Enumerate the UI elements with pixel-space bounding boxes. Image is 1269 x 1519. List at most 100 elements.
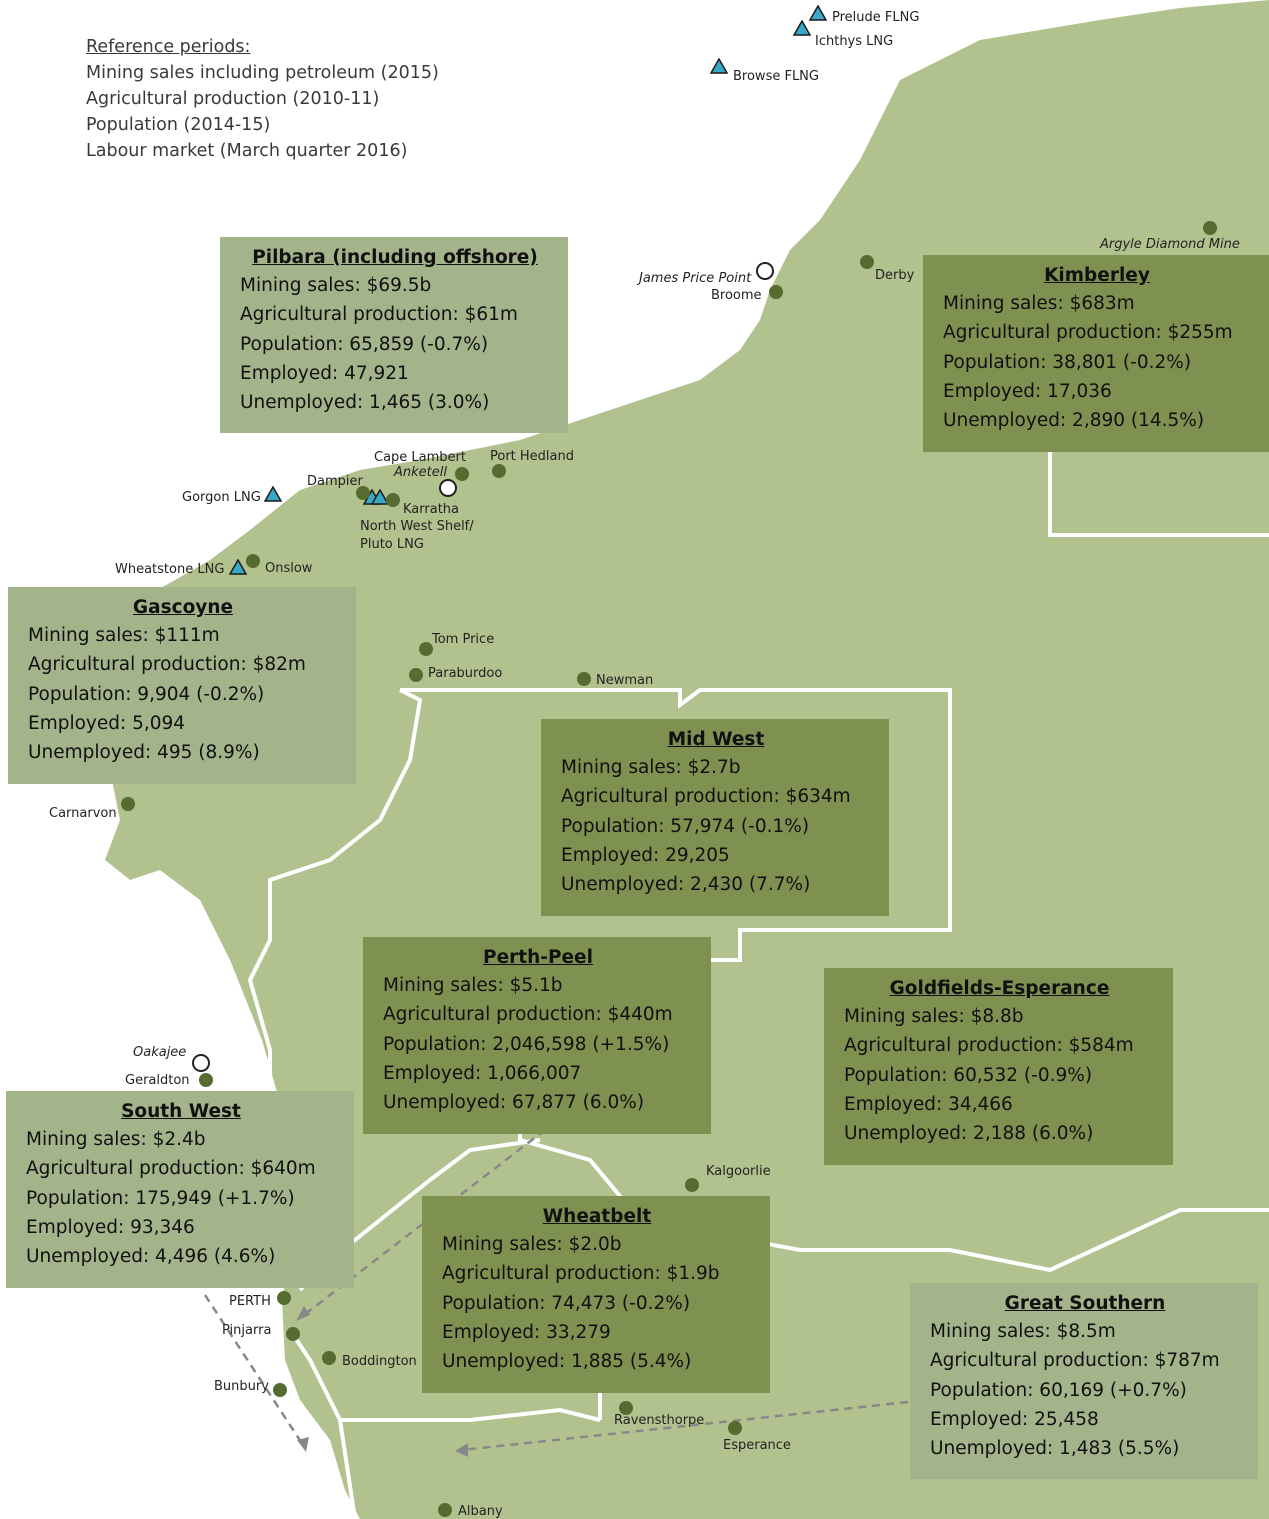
mining-sales: Mining sales: $2.7b [561, 757, 741, 778]
agricultural-production: Agricultural production: $634m [561, 786, 851, 808]
town-dot [455, 467, 469, 481]
mining-sales: Mining sales: $69.5b [240, 275, 432, 296]
town-dot [322, 1351, 336, 1365]
agricultural-production: Agricultural production: $584m [844, 1035, 1134, 1057]
place-label: Derby [875, 268, 915, 283]
town-dot [356, 486, 370, 500]
population: Population: 60,169 (+0.7%) [930, 1379, 1187, 1401]
place-label: Onslow [265, 561, 313, 576]
region-box-great-southern: Great Southern Mining sales: $8.5m Agric… [910, 1283, 1258, 1479]
place-label: PERTH [229, 1294, 271, 1309]
region-box-midwest: Mid West Mining sales: $2.7b Agricultura… [541, 719, 889, 916]
place-label: Boddington [342, 1354, 417, 1369]
town-dot [246, 554, 260, 568]
place-label: Cape Lambert [374, 450, 466, 465]
employed: Employed: 25,458 [930, 1408, 1099, 1430]
town-dot [728, 1421, 742, 1435]
town-dot [199, 1073, 213, 1087]
reference-line: Labour market (March quarter 2016) [86, 141, 408, 161]
region-box-pilbara: Pilbara (including offshore) Mining sale… [220, 237, 568, 433]
place-label: Karratha [403, 502, 459, 517]
population: Population: 175,949 (+1.7%) [26, 1187, 295, 1209]
employed: Employed: 33,279 [442, 1321, 611, 1343]
place-label: Ravensthorpe [614, 1413, 705, 1428]
employed: Employed: 34,466 [844, 1093, 1013, 1115]
region-box-gascoyne: Gascoyne Mining sales: $111m Agricultura… [8, 587, 356, 784]
place-label: Kalgoorlie [706, 1164, 771, 1179]
region-title: Perth-Peel [483, 947, 593, 968]
employed: Employed: 93,346 [26, 1216, 195, 1238]
region-title: Kimberley [1044, 265, 1150, 286]
population: Population: 57,974 (-0.1%) [561, 815, 810, 837]
region-title: Mid West [667, 729, 765, 750]
town-dot [419, 642, 433, 656]
agricultural-production: Agricultural production: $787m [930, 1350, 1220, 1372]
place-label: Prelude FLNG [832, 10, 920, 25]
town-dot [619, 1401, 633, 1415]
town-dot [577, 672, 591, 686]
mining-sales: Mining sales: $8.5m [930, 1321, 1116, 1342]
town-dot [492, 464, 506, 478]
town-dot [409, 668, 423, 682]
town-dot [273, 1383, 287, 1397]
region-title: Gascoyne [132, 597, 234, 618]
unemployed: Unemployed: 4,496 (4.6%) [26, 1246, 276, 1268]
population: Population: 38,801 (-0.2%) [943, 351, 1192, 373]
agricultural-production: Agricultural production: $1.9b [442, 1263, 720, 1285]
population: Population: 9,904 (-0.2%) [28, 683, 265, 705]
employed: Employed: 17,036 [943, 380, 1112, 402]
region-title: Pilbara (including offshore) [252, 247, 538, 268]
place-label: Albany [458, 1504, 503, 1519]
unemployed: Unemployed: 1,483 (5.5%) [930, 1438, 1180, 1460]
region-box-perth-peel: Perth-Peel Mining sales: $5.1b Agricultu… [363, 937, 711, 1134]
town-dot [121, 797, 135, 811]
region-box-wheatbelt: Wheatbelt Mining sales: $2.0b Agricultur… [422, 1196, 770, 1393]
arrow-heads [296, 1306, 468, 1457]
agricultural-production: Agricultural production: $61m [240, 304, 518, 326]
employed: Employed: 5,094 [28, 712, 186, 734]
population: Population: 60,532 (-0.9%) [844, 1064, 1093, 1086]
place-label: Dampier [307, 474, 363, 489]
place-label: James Price Point [639, 271, 752, 286]
place-label: Ichthys LNG [815, 34, 894, 49]
town-dot [386, 493, 400, 507]
place-label: Tom Price [432, 632, 495, 647]
place-label: Paraburdoo [428, 666, 503, 681]
region-title: Great Southern [1004, 1293, 1166, 1314]
town-dot [286, 1327, 300, 1341]
mining-sales: Mining sales: $2.4b [26, 1129, 206, 1150]
region-box-kimberley: Kimberley Mining sales: $683m Agricultur… [923, 255, 1269, 452]
unemployed: Unemployed: 1,885 (5.4%) [442, 1351, 692, 1373]
agricultural-production: Agricultural production: $640m [26, 1158, 316, 1180]
place-label: Pluto LNG [360, 537, 424, 552]
region-title: Wheatbelt [542, 1206, 652, 1227]
town-dot [438, 1503, 452, 1517]
place-label: Carnarvon [49, 806, 117, 821]
place-label: Port Hedland [490, 449, 574, 464]
town-dot [685, 1178, 699, 1192]
region-box-south-west: South West Mining sales: $2.4b Agricultu… [6, 1091, 354, 1288]
agricultural-production: Agricultural production: $255m [943, 322, 1233, 344]
mining-sales: Mining sales: $111m [28, 625, 220, 646]
mining-sales: Mining sales: $5.1b [383, 975, 563, 996]
region-title: Goldfields-Esperance [889, 978, 1110, 999]
population: Population: 2,046,598 (+1.5%) [383, 1033, 670, 1055]
region-box-goldfields-esperance: Goldfields-Esperance Mining sales: $8.8b… [824, 968, 1173, 1165]
place-label: North West Shelf/ [360, 519, 474, 534]
town-dot [860, 255, 874, 269]
place-label: Geraldton [125, 1073, 190, 1088]
population: Population: 65,859 (-0.7%) [240, 333, 489, 355]
agricultural-production: Agricultural production: $440m [383, 1004, 673, 1026]
town-dot [769, 285, 783, 299]
unemployed: Unemployed: 2,430 (7.7%) [561, 874, 811, 896]
town-dot [277, 1291, 291, 1305]
reference-title: Reference periods: [86, 37, 251, 57]
place-label: Oakajee [133, 1045, 187, 1060]
place-label: Pinjarra [222, 1323, 272, 1338]
unemployed: Unemployed: 67,877 (6.0%) [383, 1092, 645, 1114]
proposed-site-marker [756, 262, 774, 280]
place-label: Broome [711, 288, 762, 303]
mining-sales: Mining sales: $2.0b [442, 1234, 622, 1255]
agricultural-production: Agricultural production: $82m [28, 654, 306, 676]
place-label: Newman [596, 673, 654, 688]
